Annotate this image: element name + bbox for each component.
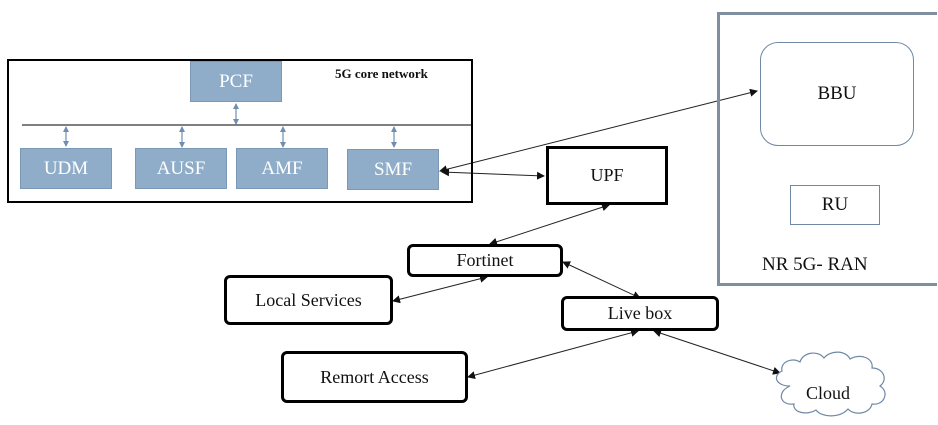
link-smf-bbu [439,88,758,174]
cloud-shape [775,351,886,417]
remote-access-node: Remort Access [281,351,468,403]
link-smf-upf [441,168,545,180]
bbu-node: BBU [760,42,914,146]
amf-node: AMF [236,148,328,189]
upf-node: UPF [546,146,668,205]
pcf-node: PCF [190,61,282,102]
link-upf-fortinet [489,203,610,246]
core-network-box [7,59,473,203]
local-services-node: Local Services [224,275,393,325]
live-box-node: Live box [561,296,719,331]
fortinet-node: Fortinet [407,244,563,277]
smf-node: SMF [347,149,439,190]
core-network-title: 5G core network [335,66,428,81]
link-fortinet-localservices [392,274,488,304]
ran-label: NR 5G- RAN [762,254,868,275]
link-fortinet-livebox [562,261,641,299]
link-livebox-cloud [653,329,781,375]
cloud-label: Cloud [806,383,851,403]
ran-box [717,12,937,286]
ausf-node: AUSF [135,148,227,189]
ru-node: RU [790,185,880,225]
udm-node: UDM [20,148,112,189]
link-livebox-remoteaccess [467,328,639,380]
